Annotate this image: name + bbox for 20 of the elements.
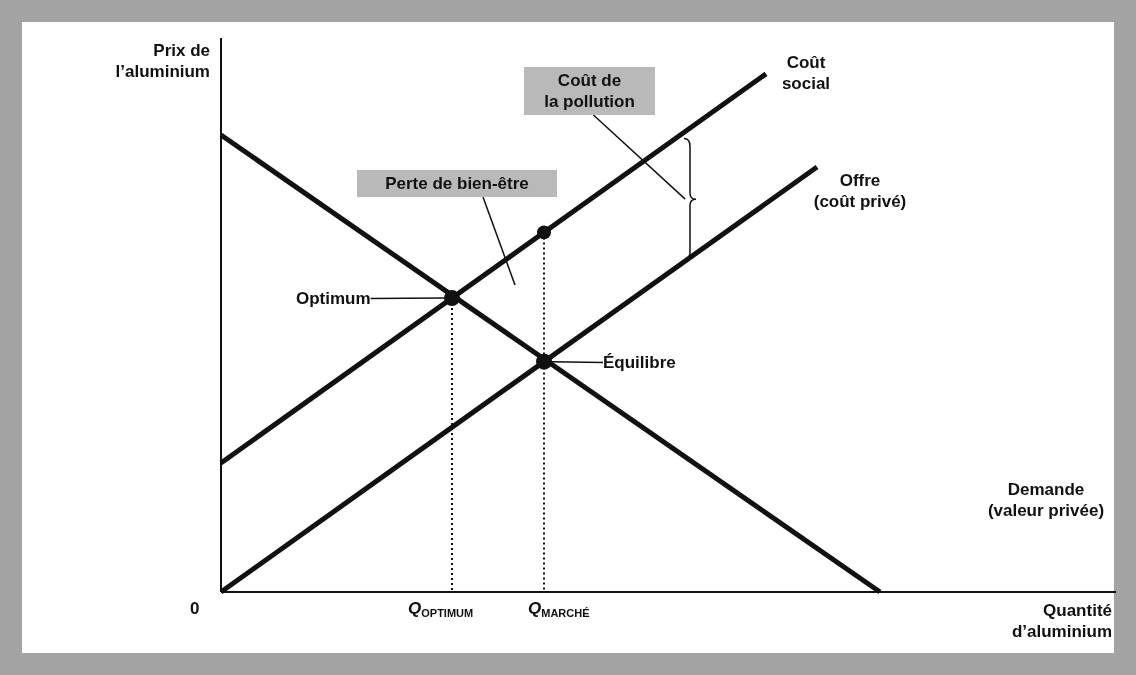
callout-box: Coût de la pollution (524, 67, 655, 115)
optimum-point (444, 290, 460, 307)
curly-bracket (683, 137, 697, 261)
curve-label: Offre (coût privé) (812, 170, 908, 212)
point-label: Optimum (296, 288, 371, 309)
axis-tick-label: Q$_{OPTIMUM}$ (408, 598, 474, 621)
leader-line (369, 297, 445, 300)
curve-label: Coût social (780, 52, 832, 94)
equilibrium-point (536, 353, 552, 370)
axis-tick-label: 0 (190, 598, 200, 619)
leader-line (551, 360, 604, 364)
curve-label: Demande (valeur privée) (986, 479, 1106, 521)
axis-title: Prix de l’aluminium (114, 40, 210, 82)
leader-line (592, 114, 686, 200)
point-label: Équilibre (603, 352, 676, 373)
point-dot (537, 225, 551, 240)
axis-tick-label: Q$_{MARCHÉ}$ (528, 598, 590, 621)
axis-title: Quantité d’aluminium (1010, 600, 1112, 642)
leader-line (482, 196, 516, 286)
callout-box: Perte de bien-être (357, 170, 557, 197)
